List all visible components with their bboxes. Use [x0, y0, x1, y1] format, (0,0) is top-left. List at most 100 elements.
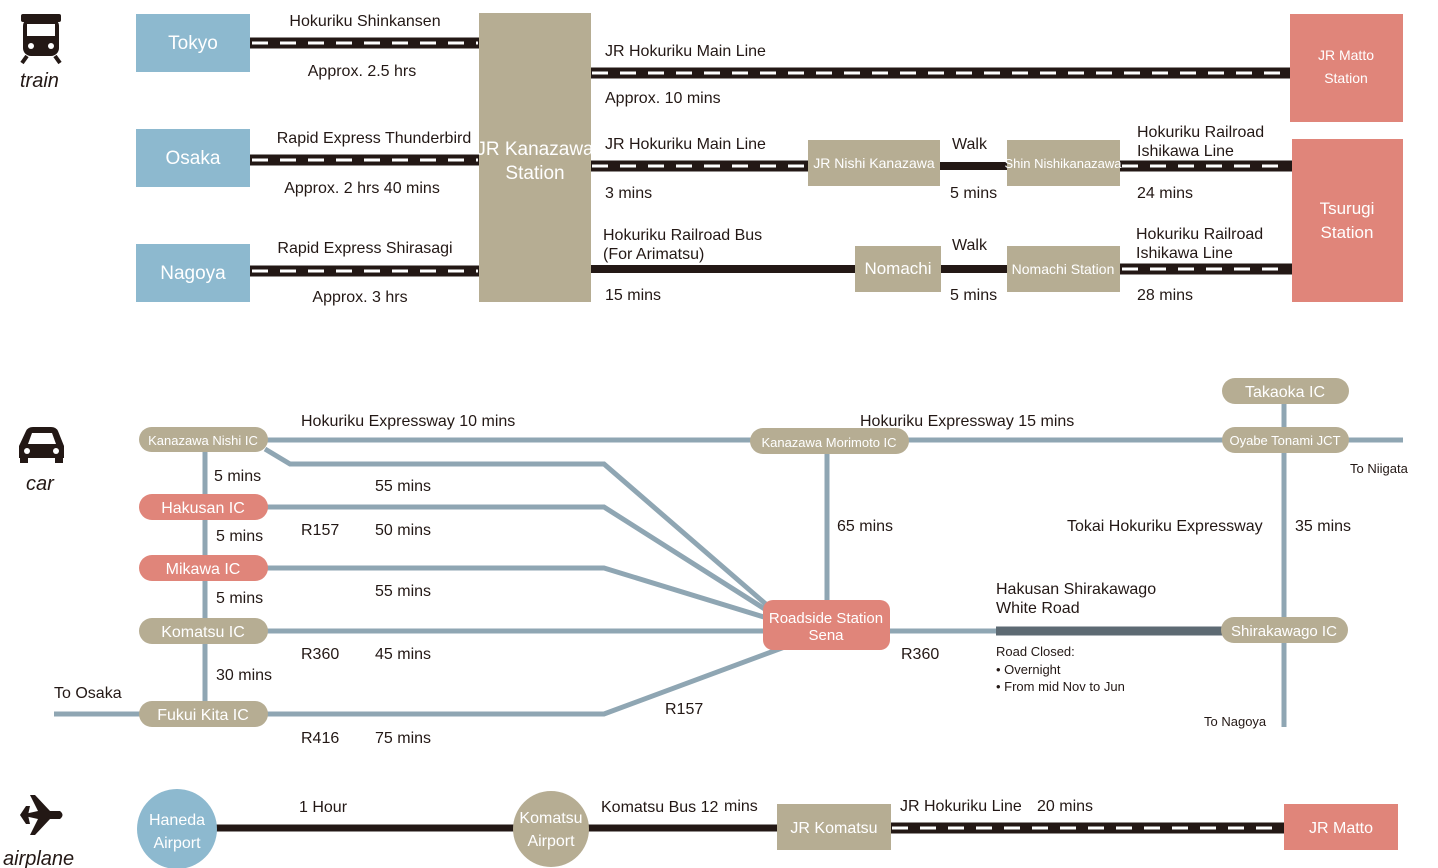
osaka-label: Osaka	[166, 148, 221, 169]
jr-matto-station-box	[1290, 14, 1403, 122]
tokai-label: Tokai Hokuriku Expressway	[1067, 518, 1263, 535]
walk2-label: Walk	[952, 237, 988, 254]
r360-label-a: R360	[301, 646, 339, 663]
komatsu-ic-label: Komatsu IC	[161, 624, 245, 641]
mikawa-ic-label: Mikawa IC	[166, 561, 241, 578]
ishikawa2-line2: Ishikawa Line	[1136, 245, 1233, 262]
osaka-line-label: Rapid Express Thunderbird	[277, 130, 471, 147]
haneda-line2: Airport	[153, 835, 201, 852]
nomachi-label: Nomachi	[864, 259, 931, 278]
oyabe-jct-pill	[1222, 427, 1349, 453]
r157-label-b: R157	[665, 701, 703, 718]
ishikawa2-time: 28 mins	[1137, 287, 1193, 304]
train-section: train	[20, 13, 1403, 306]
takaoka-ic-label: Takaoka IC	[1245, 384, 1325, 401]
nishi-sena-time: 55 mins	[375, 478, 431, 495]
train-label: train	[20, 70, 59, 92]
road-closed-item1: • Overnight	[996, 662, 1061, 677]
komatsu-airport-line2: Airport	[527, 833, 575, 850]
morimoto-ic-label: Kanazawa Morimoto IC	[761, 435, 896, 450]
jr-hokuriku-line-label: JR Hokuriku Line	[900, 798, 1022, 815]
road-nishi-sena	[263, 446, 792, 627]
ishikawa1-line1: Hokuriku Railroad	[1137, 124, 1264, 141]
haneda-line1: Haneda	[149, 812, 205, 829]
jr-matto-label: JR Matto	[1309, 820, 1373, 837]
osaka-box	[136, 129, 250, 187]
mikawa-sena-time: 55 mins	[375, 583, 431, 600]
airplane-icon	[20, 795, 63, 835]
bus-line2: (For Arimatsu)	[603, 246, 704, 263]
jr-nishi-kanazawa-label: JR Nishi Kanazawa	[813, 155, 935, 171]
nishi-time: 3 mins	[605, 185, 652, 202]
nagoya-time: Approx. 3 hrs	[312, 289, 407, 306]
sena-line2: Sena	[808, 627, 844, 644]
jr-hokuriku-time: 20 mins	[1037, 798, 1093, 815]
road-closed-title: Road Closed:	[996, 644, 1075, 659]
jr-komatsu-label: JR Komatsu	[790, 820, 877, 837]
osaka-time: Approx. 2 hrs 40 mins	[284, 180, 440, 197]
matto-time: Approx. 10 mins	[605, 90, 721, 107]
komatsu-bus-label: Komatsu Bus 12	[601, 799, 719, 816]
road-network	[54, 395, 1403, 727]
ishikawa1-line2: Ishikawa Line	[1137, 143, 1234, 160]
fukui-kita-ic-label: Fukui Kita IC	[157, 707, 249, 724]
hakusan-ic-pill	[139, 494, 268, 520]
shin-nishikanazawa-label: Shin Nishikanazawa	[1004, 156, 1122, 171]
nomachi-box	[855, 246, 941, 292]
expressway1-label: Hokuriku Expressway 10 mins	[301, 413, 515, 430]
shin-nishikanazawa-box	[1007, 140, 1120, 186]
walk2-time: 5 mins	[950, 287, 997, 304]
jr-kanazawa-line1: JR Kanazawa	[476, 139, 594, 160]
komatsu-airport-circle	[513, 791, 589, 867]
matto-line-label: JR Hokuriku Main Line	[605, 43, 766, 60]
morimoto-time: 65 mins	[837, 518, 893, 535]
seg3-time: 5 mins	[216, 590, 263, 607]
ishikawa1-time: 24 mins	[1137, 185, 1193, 202]
komatsu-sena-time: 45 mins	[375, 646, 431, 663]
nishi-line-label: JR Hokuriku Main Line	[605, 136, 766, 153]
r157-label-a: R157	[301, 522, 339, 539]
tokai-time: 35 mins	[1295, 518, 1351, 535]
flight-time: 1 Hour	[299, 799, 348, 816]
jr-kanazawa-box	[479, 13, 591, 302]
jr-matto-line2: Station	[1324, 70, 1368, 86]
jr-matto-box	[1284, 804, 1398, 850]
fukui-kita-ic-pill	[139, 701, 268, 727]
road-mikawa-sena	[265, 565, 791, 628]
tsurugi-line2: Station	[1321, 223, 1374, 242]
nomachi-station-label: Nomachi Station	[1012, 261, 1115, 277]
to-osaka-label: To Osaka	[54, 685, 122, 702]
tokyo-time: Approx. 2.5 hrs	[308, 63, 417, 80]
komatsu-airport-line1: Komatsu	[519, 810, 582, 827]
road-fukui-sena	[265, 642, 791, 717]
hakusan-ic-label: Hakusan IC	[161, 500, 245, 517]
tokyo-label: Tokyo	[168, 33, 218, 54]
roadside-station-sena-box	[763, 600, 890, 650]
nomachi-station-box	[1007, 246, 1120, 292]
airplane-label: airplane	[3, 848, 74, 868]
hakusan-sena-time: 50 mins	[375, 522, 431, 539]
to-niigata-label: To Niigata	[1350, 461, 1409, 476]
to-nagoya-label: To Nagoya	[1204, 714, 1267, 729]
car-section: car Kanazawa Nishi IC Hakusan IC Mikawa …	[19, 378, 1409, 747]
morimoto-ic-pill	[750, 428, 909, 454]
jr-kanazawa-line2: Station	[505, 163, 564, 184]
shirakawago-ic-label: Shirakawago IC	[1231, 623, 1337, 640]
expressway2-label: Hokuriku Expressway 15 mins	[860, 413, 1074, 430]
haneda-airport-circle	[137, 789, 217, 868]
nagoya-label: Nagoya	[160, 263, 226, 284]
ishikawa2-line1: Hokuriku Railroad	[1136, 226, 1263, 243]
airplane-section: airplane Haneda Airport 1 Hour Komatsu A…	[3, 789, 1398, 868]
tokyo-line-label: Hokuriku Shinkansen	[289, 13, 440, 30]
walk1-time: 5 mins	[950, 185, 997, 202]
tsurugi-station-box	[1292, 139, 1403, 302]
bus-line1: Hokuriku Railroad Bus	[603, 227, 762, 244]
komatsu-ic-pill	[139, 618, 268, 644]
white-road-line2: White Road	[996, 600, 1080, 617]
nagoya-line-label: Rapid Express Shirasagi	[277, 240, 452, 257]
train-icon	[20, 14, 62, 65]
seg4-time: 30 mins	[216, 667, 272, 684]
r360-label-b: R360	[901, 646, 939, 663]
nagoya-box	[136, 244, 250, 302]
